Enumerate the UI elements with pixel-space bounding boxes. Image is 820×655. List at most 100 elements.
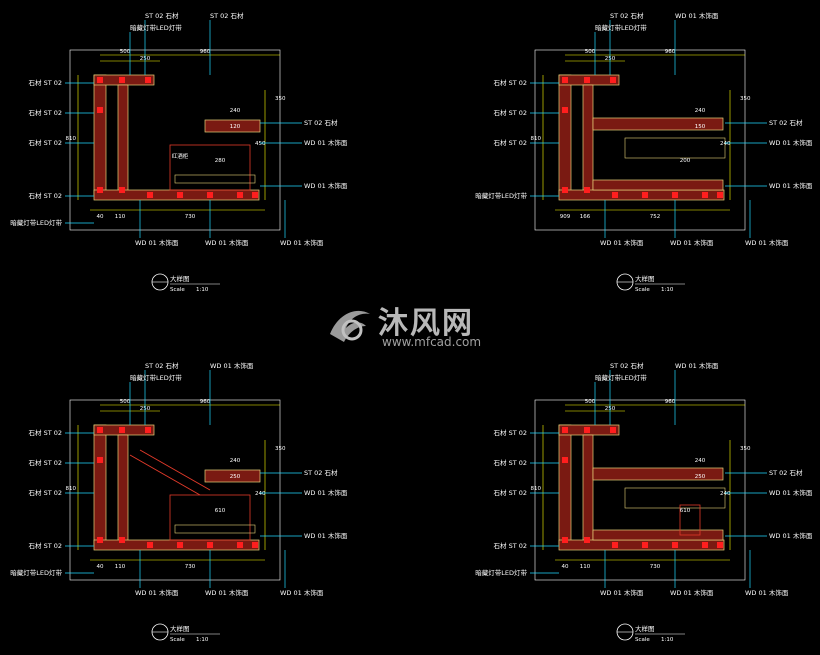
dim-left: 810 (66, 136, 77, 142)
wall-node (562, 457, 568, 463)
label-left: 暗藏灯带LED灯带 (475, 568, 527, 577)
furniture-outline (169, 144, 251, 191)
wall-node (610, 427, 616, 433)
label-right: WD 01 木饰面 (304, 138, 348, 147)
wall-node (252, 192, 258, 198)
dim-top3: 960 (200, 399, 211, 405)
wall-node (97, 77, 103, 83)
dim-top3: 960 (665, 399, 676, 405)
label-bottom: WD 01 木饰面 (745, 238, 789, 247)
wall-node (610, 77, 616, 83)
label-bottom: WD 01 木饰面 (205, 588, 249, 597)
wall-node (562, 537, 568, 543)
label-right: ST 02 石材 (769, 118, 803, 127)
wall-node (584, 187, 590, 193)
dim-right1: 350 (275, 96, 286, 102)
label-left: 石材 ST 02 (29, 541, 63, 550)
furniture-outline (169, 494, 251, 541)
wall-node (562, 107, 568, 113)
shelf-band-upper (592, 467, 724, 481)
wall-node (252, 542, 258, 548)
dim-bot2: 909 (560, 214, 571, 220)
label-right: ST 02 石材 (304, 118, 338, 127)
scale-label: Scale (635, 287, 650, 293)
label-top: 暗藏灯带LED灯带 (130, 373, 182, 382)
scale-label: Scale (170, 637, 185, 643)
label-bottom: WD 01 木饰面 (280, 588, 324, 597)
counter-top (174, 174, 256, 184)
wall-left (93, 74, 107, 196)
watermark: 沐风网 www.mfcad.com (330, 306, 481, 349)
wall-bottom (93, 539, 260, 551)
wall-node (562, 77, 568, 83)
diagonal-member (139, 449, 211, 491)
scale-value: 1:10 (661, 637, 674, 643)
label-left: 石材 ST 02 (494, 428, 528, 437)
dim-top1: 500 (120, 399, 131, 405)
wall-node (702, 542, 708, 548)
label-left: 石材 ST 02 (494, 458, 528, 467)
watermark-cn: 沐风网 (378, 306, 474, 341)
label-top: WD 01 木饰面 (675, 11, 719, 20)
wall-node (562, 427, 568, 433)
dim-bot2: 40 (97, 564, 104, 570)
dim-top1: 500 (585, 49, 596, 55)
wall-bottom (558, 189, 725, 201)
wall-node (612, 542, 618, 548)
title-block: 大样图 Scale 1:10 (616, 623, 685, 643)
label-bottom: WD 01 木饰面 (280, 238, 324, 247)
scale-value: 1:10 (661, 287, 674, 293)
dim-mid2: 250 (230, 474, 241, 480)
label-right: WD 01 木饰面 (769, 488, 813, 497)
dim-right1: 350 (275, 446, 286, 452)
dim-mid3: 610 (680, 508, 691, 514)
label-right: ST 02 石材 (769, 468, 803, 477)
label-bottom: WD 01 木饰面 (600, 588, 644, 597)
label-left: 石材 ST 02 (29, 78, 63, 87)
wall-node (717, 542, 723, 548)
label-left: 石材 ST 02 (29, 428, 63, 437)
shelf-band (204, 119, 261, 133)
drawing-title: 大样图 (635, 624, 655, 633)
label-top: ST 02 石材 (145, 11, 179, 20)
wall-node (207, 192, 213, 198)
label-top: ST 02 石材 (145, 361, 179, 370)
cabinet-outline (624, 487, 726, 509)
wall-inner (582, 434, 594, 546)
dim-top1: 500 (120, 49, 131, 55)
wall-node (147, 192, 153, 198)
wall-node (584, 427, 590, 433)
label-right: WD 01 木饰面 (304, 531, 348, 540)
shelf-band-upper (592, 117, 724, 131)
label-left: 暗藏灯带LED灯带 (10, 218, 62, 227)
dim-left: 810 (531, 136, 542, 142)
watermark-logo (330, 310, 370, 342)
label-left: 石材 ST 02 (494, 541, 528, 550)
wall-node (584, 77, 590, 83)
wall-node (672, 542, 678, 548)
shelf-band-lower (592, 529, 724, 541)
label-right: WD 01 木饰面 (769, 181, 813, 190)
door-outline (679, 504, 701, 536)
scale-label: Scale (635, 637, 650, 643)
label-right: ST 02 石材 (304, 468, 338, 477)
label-left: 石材 ST 02 (29, 488, 63, 497)
wall-node (119, 427, 125, 433)
label-right: WD 01 木饰面 (769, 531, 813, 540)
label-top: 暗藏灯带LED灯带 (595, 23, 647, 32)
diagonal-member (129, 454, 201, 496)
wall-node (584, 537, 590, 543)
watermark-url: www.mfcad.com (382, 335, 481, 349)
wall-node (612, 192, 618, 198)
wall-node (177, 542, 183, 548)
wall-left (93, 424, 107, 546)
wall-node (562, 187, 568, 193)
label-bottom: WD 01 木饰面 (745, 588, 789, 597)
label-bottom: WD 01 木饰面 (670, 588, 714, 597)
wall-node (642, 542, 648, 548)
label-bottom: WD 01 木饰面 (670, 238, 714, 247)
label-bottom: WD 01 木饰面 (600, 238, 644, 247)
